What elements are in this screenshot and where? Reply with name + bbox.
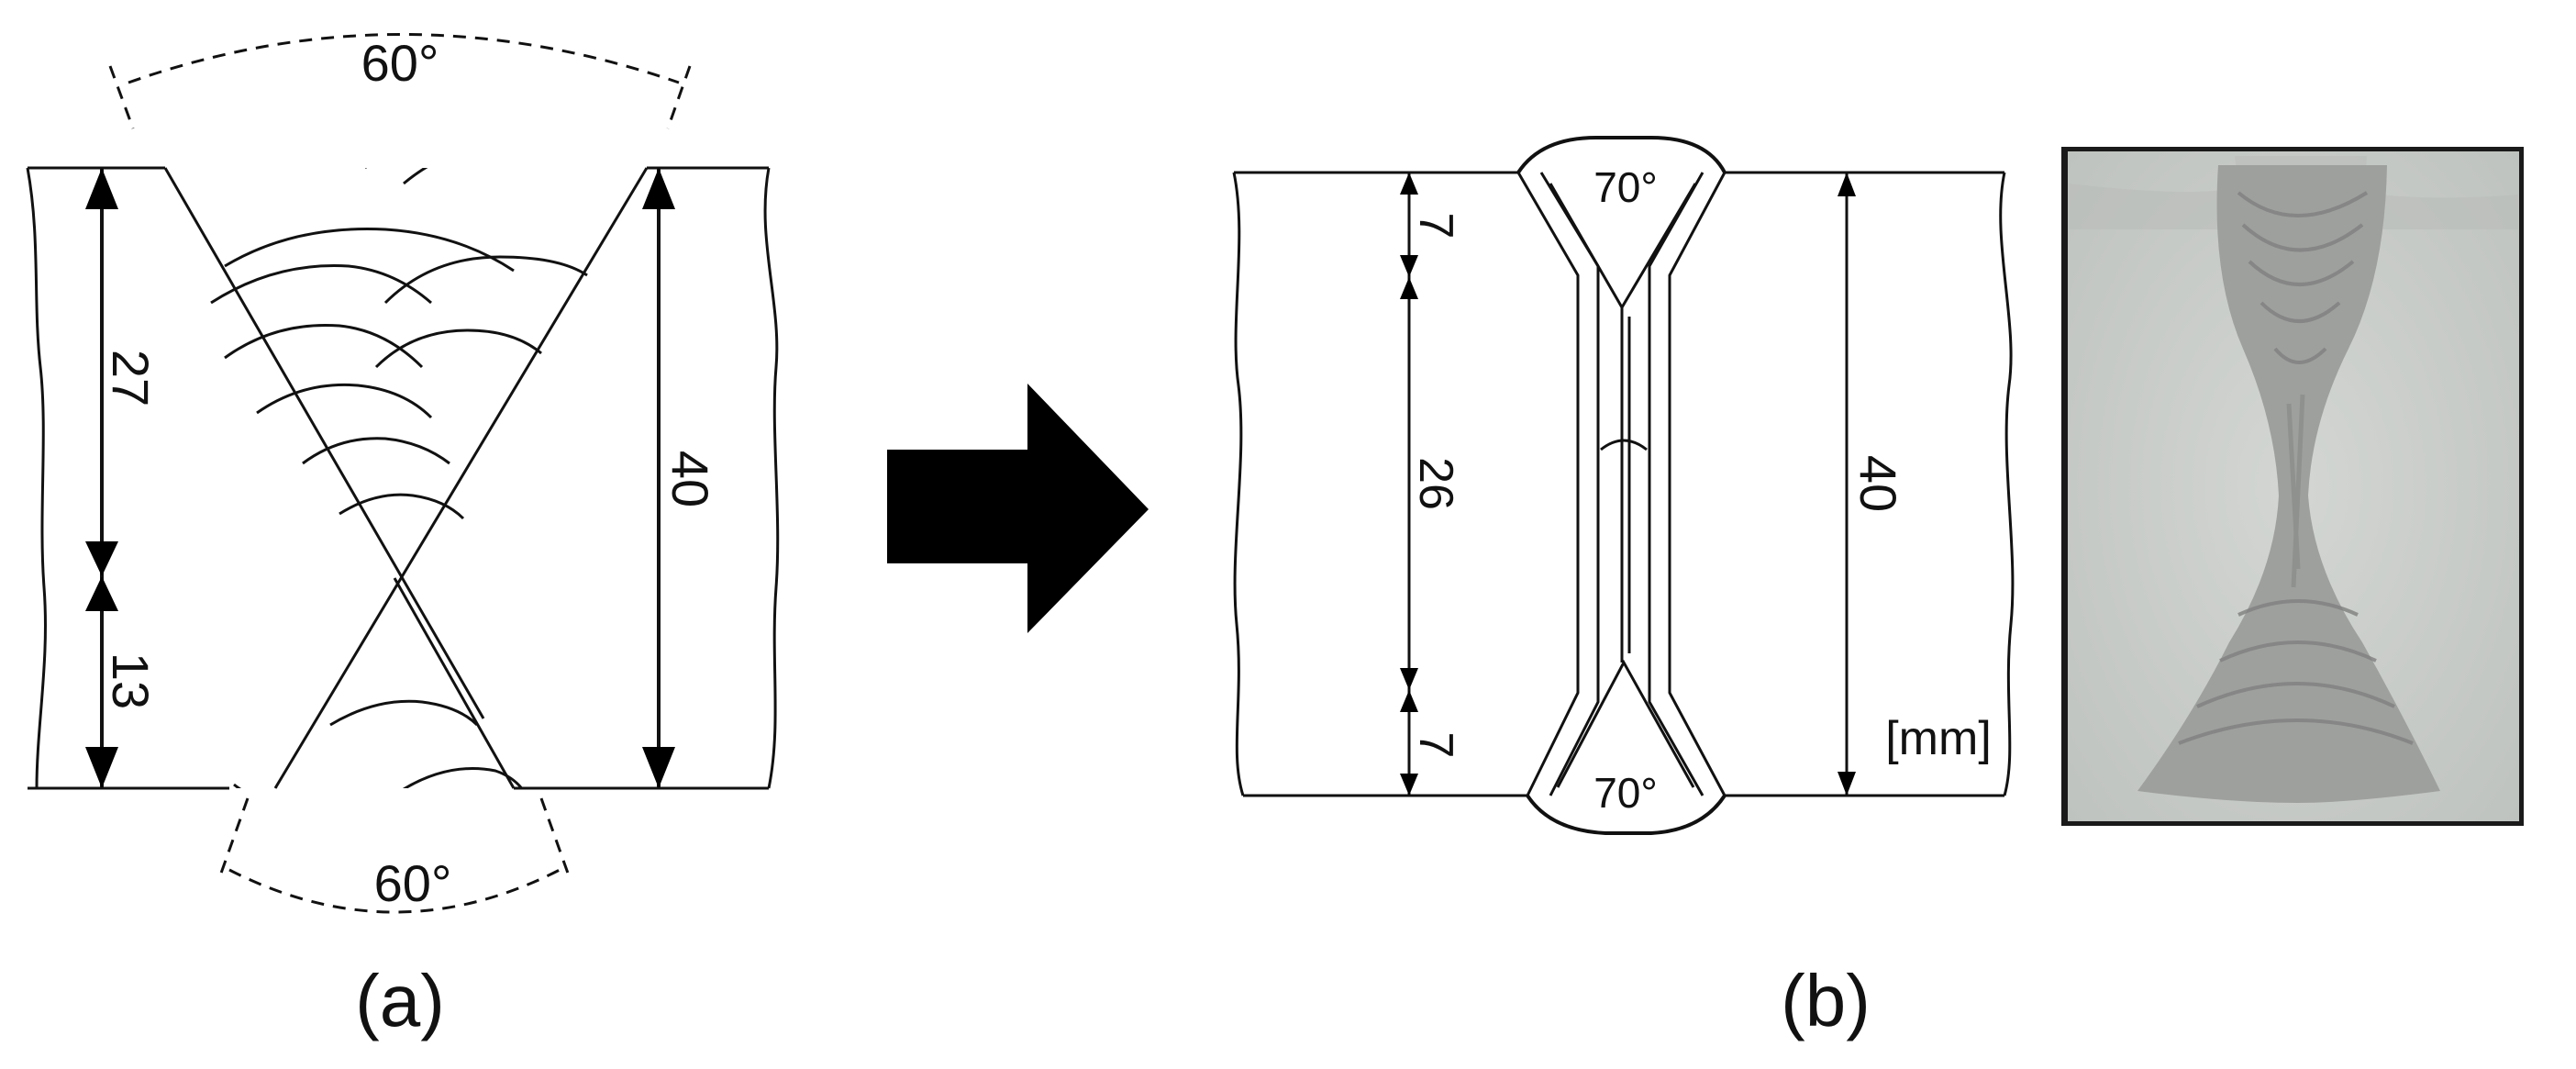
figure-a-bottom-angle-leader-right [539,797,572,882]
figure-a-top-angle-label: 60° [361,34,439,92]
figure-b-groove-left [1516,172,1580,796]
figure-a-dim-arrow-mid-down [85,576,118,611]
figure-a-caption: (a) [355,960,445,1041]
figure-b-right-plate [1725,171,2015,797]
figure-b-top-angle-label: 70° [1593,163,1658,211]
figure-a-joint: 60° 60° 27 13 40 [26,33,780,914]
figure-a-dim-arrow-mid-up [85,541,118,576]
figure-a-right-plate [514,166,780,790]
figure-a-bottom-angle-arc [228,868,561,914]
figure-a-top-angle-leader-left [108,65,135,129]
figure-a-right-dim-arrow-top [642,168,675,209]
figure-a-groove-face-3 [393,577,516,789]
figure-a-dim-arrow-bottom [85,747,118,788]
figure-b-dim-40: 40 [1849,455,1907,512]
figure-b-inner-left [1539,172,1600,796]
photo-weld-metal [2137,165,2440,803]
figure-b-unit-label: [mm] [1885,712,1992,765]
figure-b-inner-right [1648,172,1704,796]
figure-b-top-cap [1516,136,1727,174]
figure-b-center-arc [1600,439,1648,451]
figure-b-dim-top-7: 7 [1409,213,1462,239]
figure-a-dim-27: 27 [102,350,160,406]
figure-b-joint: 70° 70° 7 26 7 40 [mm] [1232,136,2015,835]
figure-a-groove-face-2 [273,167,649,789]
transition-arrow [887,384,1149,633]
figure-b-dim-bottom-7: 7 [1409,732,1462,759]
weld-cross-section-photo [2061,147,2524,826]
figure-b-bottom-inner-v [1556,659,1695,788]
figure-b-bottom-cap [1526,794,1727,835]
figure-a-groove-face-1 [163,167,485,719]
figure-a-left-plate [26,166,229,790]
figure-a-bottom-angle-label: 60° [374,854,452,912]
figure-a-bottom-angle-leader-left [217,797,250,882]
figure-b-bottom-angle-label: 70° [1593,769,1658,817]
figure-a-top-angle-leader-right [666,65,692,129]
figure-b-groove-right [1668,172,1727,796]
figure-a-right-dim-arrow-bottom [642,747,675,788]
figure-b-dim-26: 26 [1409,457,1462,510]
figure-a-weld-beads [151,168,674,788]
figure-a-dim-40: 40 [661,451,719,507]
figure-b-left-plate [1232,171,1527,797]
figure-b-caption: (b) [1781,960,1871,1041]
figure-a-dim-13: 13 [102,652,160,709]
figure-a-dim-arrow-top [85,168,118,209]
